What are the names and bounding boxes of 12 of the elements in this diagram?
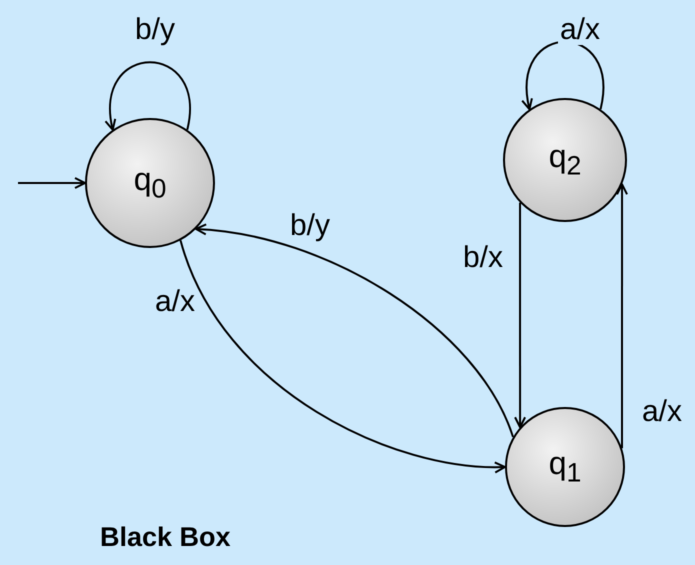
state-name: q$_{0}$ bbox=[134, 161, 166, 205]
transition-arrow bbox=[18, 177, 86, 189]
transition-arrow bbox=[194, 224, 514, 438]
transition-arrow bbox=[180, 240, 506, 473]
transition-arrow bbox=[616, 183, 628, 448]
transition-arrow bbox=[105, 61, 191, 131]
edge-label: a/x bbox=[558, 15, 602, 45]
state-name: q$_{1}$ bbox=[548, 445, 582, 489]
transition-arrow bbox=[522, 40, 604, 110]
state-name: q$_{2}$ bbox=[548, 138, 582, 182]
note-text: Black Box bbox=[100, 522, 231, 553]
transition-arrow bbox=[514, 202, 526, 428]
